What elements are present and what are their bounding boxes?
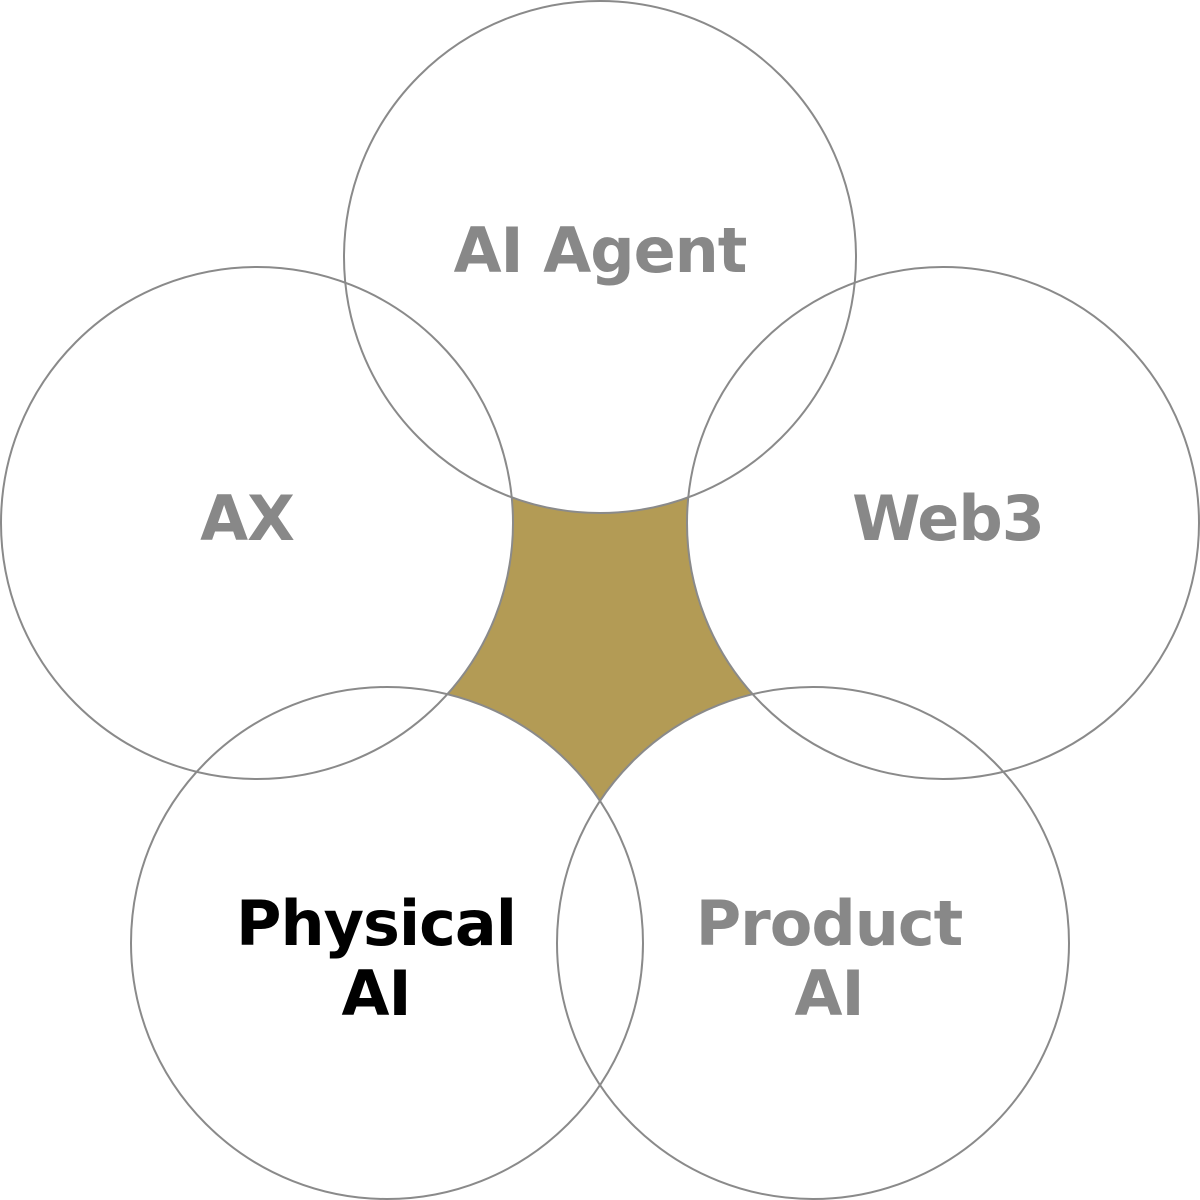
circle-ax <box>0 266 514 780</box>
label-ax: AX <box>200 482 294 555</box>
circle-product-ai <box>556 686 1070 1200</box>
circle-web3 <box>686 266 1200 780</box>
label-web3: Web3 <box>852 482 1044 555</box>
circle-ai-agent <box>343 0 857 514</box>
circle-physical-ai <box>130 686 644 1200</box>
label-physical-ai-line2: AI <box>341 957 410 1030</box>
label-physical-ai-line1: Physical <box>236 887 516 960</box>
center-intersection <box>447 497 752 800</box>
label-product-ai-line1: Product <box>696 887 963 960</box>
label-ai-agent: AI Agent <box>454 214 747 287</box>
label-product-ai-line2: AI <box>794 957 863 1030</box>
